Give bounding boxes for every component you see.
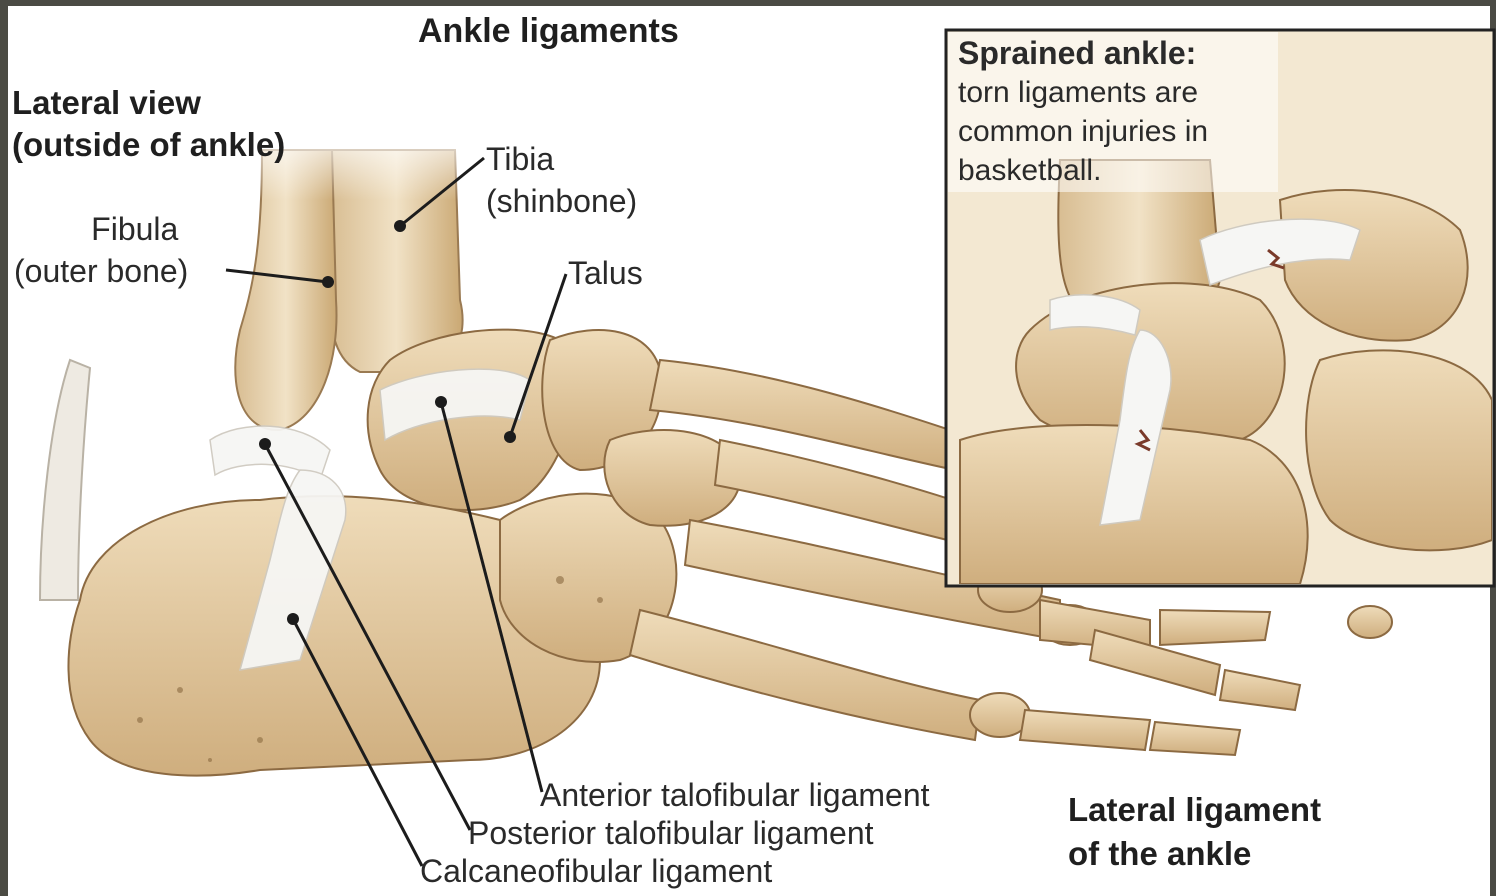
calcaneofibular-label: Calcaneofibular ligament bbox=[420, 850, 772, 892]
tibia-label-alias: (shinbone) bbox=[486, 180, 637, 222]
phalanges bbox=[970, 568, 1392, 755]
fibula-label-name: Fibula bbox=[14, 208, 188, 250]
fibula-label-alias: (outer bone) bbox=[14, 250, 188, 292]
lateral-ligament-line-1: Lateral ligament bbox=[1068, 788, 1321, 832]
lateral-ligament-line-2: of the ankle bbox=[1068, 832, 1321, 876]
view-label-line-1: Lateral view bbox=[12, 82, 285, 124]
view-label: Lateral view (outside of ankle) bbox=[12, 82, 285, 166]
posterior-talofibular-label: Posterior talofibular ligament bbox=[468, 812, 874, 854]
anterior-talofibular-label: Anterior talofibular ligament bbox=[540, 774, 930, 816]
talus-label: Talus bbox=[568, 252, 643, 294]
inset-heading: Sprained ankle: bbox=[958, 34, 1208, 73]
tibia-label: Tibia (shinbone) bbox=[486, 138, 637, 222]
achilles-tendon bbox=[40, 360, 90, 600]
fibula-label: Fibula (outer bone) bbox=[14, 208, 188, 292]
tibia-label-name: Tibia bbox=[486, 138, 637, 180]
inset-text-line-2: common injuries in bbox=[958, 112, 1208, 151]
inset-caption: Sprained ankle: torn ligaments are commo… bbox=[958, 34, 1208, 190]
diagram-title: Ankle ligaments bbox=[418, 12, 679, 51]
view-label-line-2: (outside of ankle) bbox=[12, 124, 285, 166]
inset-text-line-1: torn ligaments are bbox=[958, 73, 1208, 112]
lateral-ligament-label: Lateral ligament of the ankle bbox=[1068, 788, 1321, 876]
inset-text-line-3: basketball. bbox=[958, 151, 1208, 190]
